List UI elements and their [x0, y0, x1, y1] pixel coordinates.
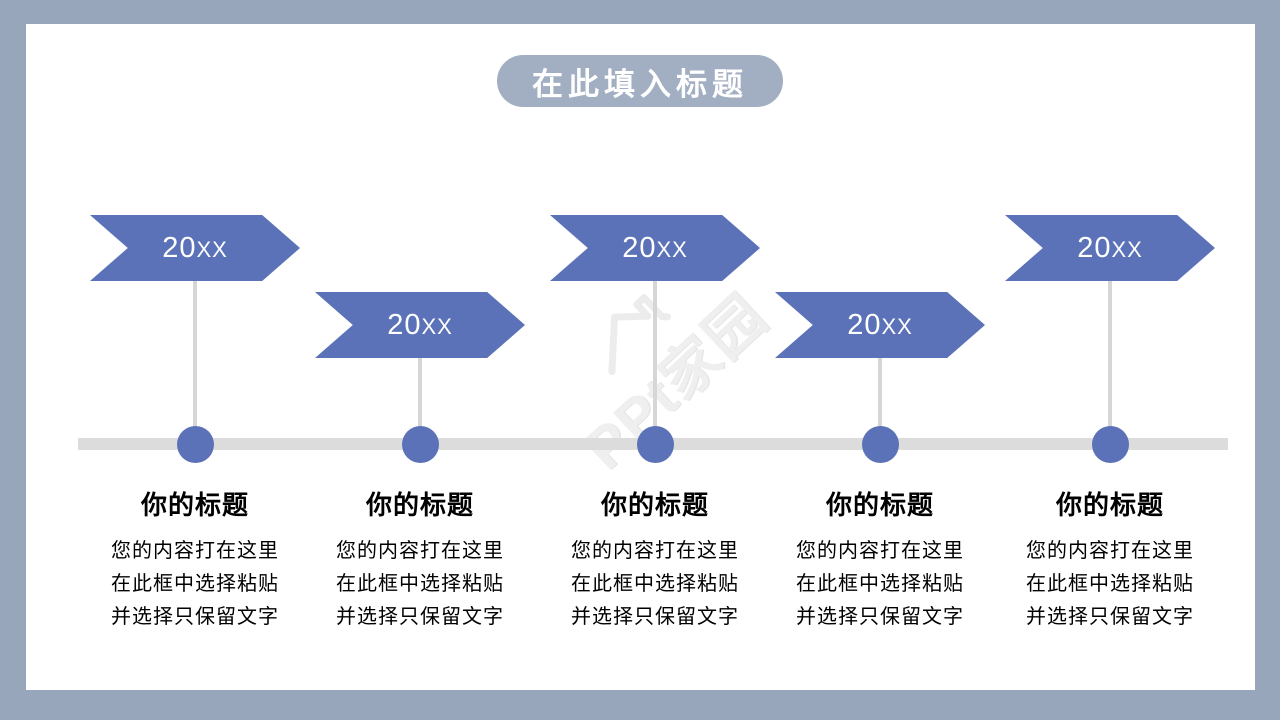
- timeline-item-text: 你的标题 您的内容打在这里 在此框中选择粘贴 并选择只保留文字: [990, 489, 1230, 634]
- item-body-line: 并选择只保留文字: [111, 606, 279, 628]
- item-body-line: 在此框中选择粘贴: [571, 573, 739, 595]
- timeline-item-text: 你的标题 您的内容打在这里 在此框中选择粘贴 并选择只保留文字: [300, 489, 540, 634]
- item-body-line: 并选择只保留文字: [1026, 606, 1194, 628]
- item-body-line: 您的内容打在这里: [111, 540, 279, 562]
- timeline-connector: [193, 280, 197, 444]
- item-body-line: 您的内容打在这里: [796, 540, 964, 562]
- item-body-line: 在此框中选择粘贴: [111, 573, 279, 595]
- timeline-connector: [418, 356, 422, 444]
- item-body-line: 您的内容打在这里: [336, 540, 504, 562]
- slide-title-pill: 在此填入标题: [497, 55, 783, 107]
- item-body-line: 在此框中选择粘贴: [1026, 573, 1194, 595]
- item-body-line: 并选择只保留文字: [336, 606, 504, 628]
- item-body-line: 您的内容打在这里: [571, 540, 739, 562]
- item-heading: 你的标题: [600, 490, 709, 520]
- year-label: 20XX: [622, 231, 688, 264]
- timeline-node: [177, 426, 214, 463]
- year-banner: 20XX: [90, 215, 300, 281]
- timeline-node: [637, 426, 674, 463]
- item-heading: 你的标题: [365, 490, 474, 520]
- timeline-item-text: 你的标题 您的内容打在这里 在此框中选择粘贴 并选择只保留文字: [75, 489, 315, 634]
- year-label: 20XX: [387, 308, 453, 341]
- timeline-node: [862, 426, 899, 463]
- item-heading: 你的标题: [140, 490, 249, 520]
- timeline-item-text: 你的标题 您的内容打在这里 在此框中选择粘贴 并选择只保留文字: [535, 489, 775, 634]
- timeline-item-text: 你的标题 您的内容打在这里 在此框中选择粘贴 并选择只保留文字: [760, 489, 1000, 634]
- item-heading: 你的标题: [825, 490, 934, 520]
- item-body-line: 并选择只保留文字: [571, 606, 739, 628]
- item-body-line: 在此框中选择粘贴: [796, 573, 964, 595]
- year-banner: 20XX: [315, 292, 525, 358]
- timeline-connector: [1108, 280, 1112, 444]
- timeline-node: [1092, 426, 1129, 463]
- timeline-node: [402, 426, 439, 463]
- item-body-line: 您的内容打在这里: [1026, 540, 1194, 562]
- item-heading: 你的标题: [1055, 490, 1164, 520]
- year-label: 20XX: [847, 308, 913, 341]
- timeline-connector: [653, 280, 657, 444]
- item-body-line: 在此框中选择粘贴: [336, 573, 504, 595]
- timeline-connector: [878, 356, 882, 444]
- year-label: 20XX: [162, 231, 228, 264]
- slide-title: 在此填入标题: [532, 66, 748, 102]
- year-label: 20XX: [1077, 231, 1143, 264]
- item-body-line: 并选择只保留文字: [796, 606, 964, 628]
